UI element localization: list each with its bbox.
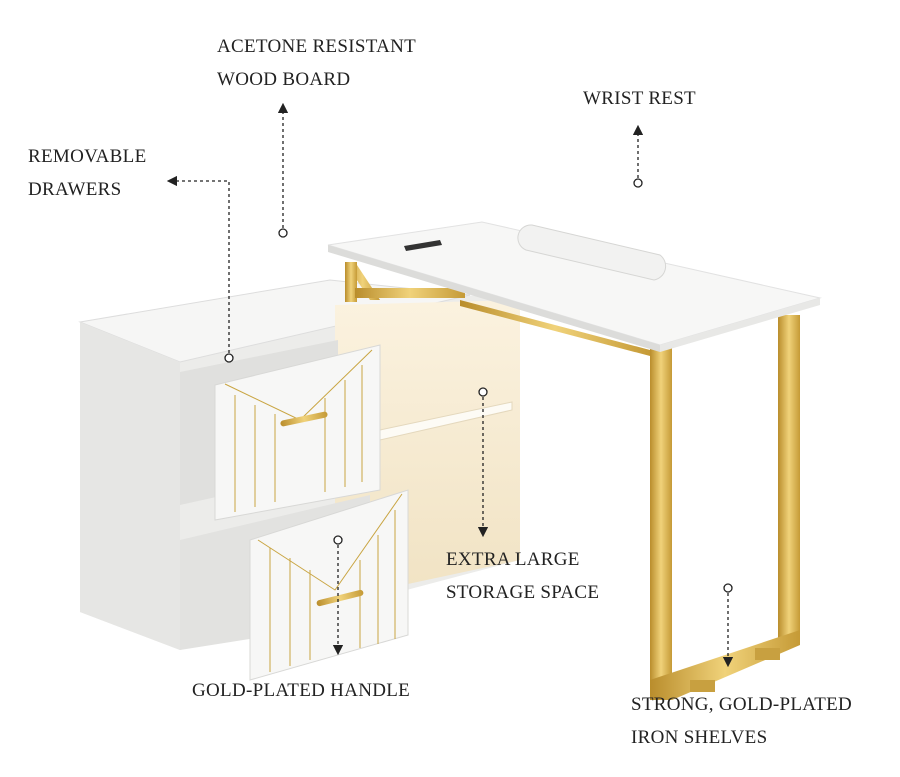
callout-dot — [333, 535, 343, 545]
callout-text: IRON SHELVES — [631, 727, 768, 748]
desk-frame — [345, 262, 800, 700]
callout-dot — [278, 228, 288, 238]
callout-text: STORAGE SPACE — [446, 582, 600, 603]
callout-handle: GOLD-PLATED HANDLE — [192, 674, 410, 707]
callout-drawers: REMOVABLE DRAWERS — [28, 140, 146, 206]
wrist-rest — [517, 224, 667, 281]
callout-text: REMOVABLE — [28, 146, 147, 167]
callout-text: GOLD-PLATED HANDLE — [192, 680, 411, 701]
leader-drawers — [166, 175, 230, 353]
top-drawer — [180, 340, 381, 521]
callout-text: WRIST REST — [583, 88, 696, 109]
callout-frame: STRONG, GOLD-PLATED IRON SHELVES — [631, 688, 852, 754]
callout-text: EXTRA LARGE — [446, 549, 580, 570]
callout-wrist-rest: WRIST REST — [583, 82, 696, 115]
callout-storage: EXTRA LARGE STORAGE SPACE — [446, 543, 599, 609]
callout-text: ACETONE RESISTANT — [217, 36, 417, 57]
charging-panel — [404, 240, 442, 251]
callout-dot — [633, 178, 643, 188]
drawer-handle — [316, 589, 364, 607]
callout-dot — [478, 387, 488, 397]
callout-dot — [224, 353, 234, 363]
callout-text: DRAWERS — [28, 179, 122, 200]
callout-text: STRONG, GOLD-PLATED — [631, 694, 853, 715]
drawer-handle — [280, 411, 328, 427]
desktop-board — [327, 221, 822, 352]
callout-text: WOOD BOARD — [217, 69, 351, 90]
callout-wood-board: ACETONE RESISTANT WOOD BOARD — [217, 30, 416, 96]
bottom-drawer — [180, 489, 409, 681]
callout-dot — [723, 583, 733, 593]
